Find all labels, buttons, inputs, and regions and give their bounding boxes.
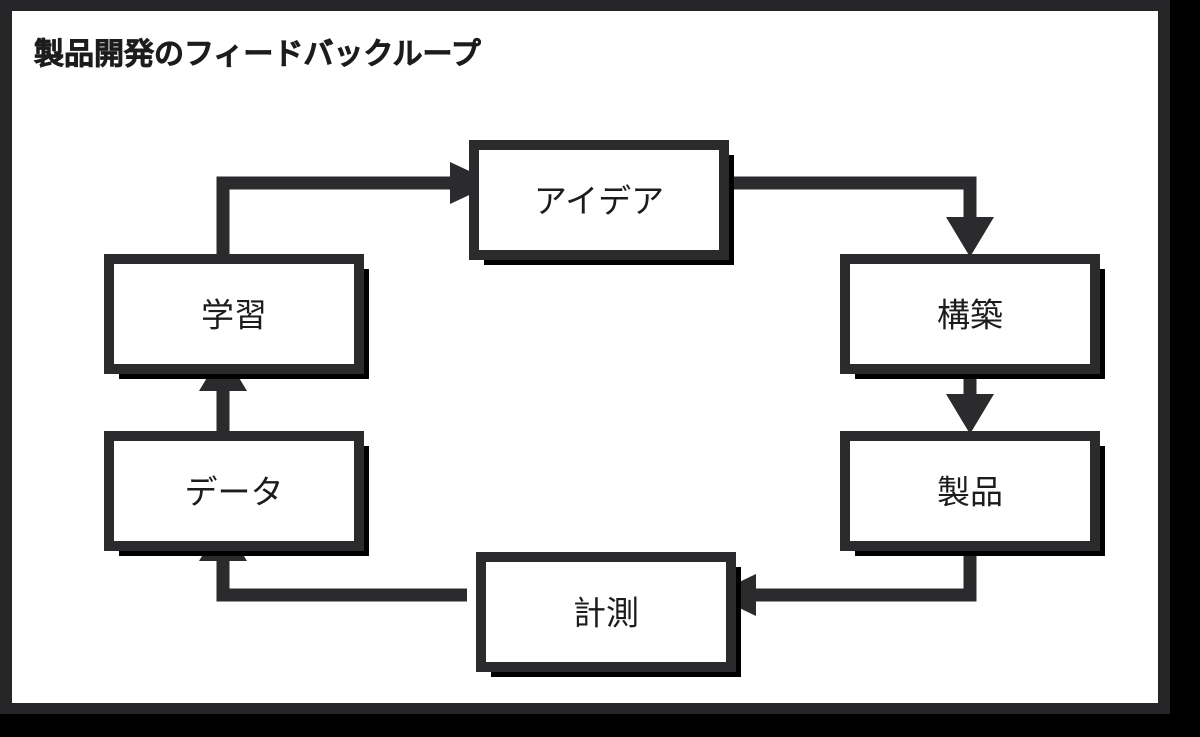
node-product-label: 製品 — [937, 473, 1003, 512]
diagram-canvas: 製品開発のフィードバックループ — [12, 11, 1158, 703]
node-idea-label: アイデア — [534, 182, 664, 221]
node-measure-label: 計測 — [573, 594, 639, 633]
edge-idea-to-build — [720, 176, 994, 257]
node-measure-box — [476, 552, 736, 672]
node-data-label: データ — [185, 473, 284, 512]
node-idea[interactable]: アイデア — [469, 140, 734, 265]
node-product-box — [840, 431, 1100, 551]
node-idea-box — [469, 140, 729, 260]
edge-learn-to-idea — [216, 162, 495, 261]
node-measure[interactable]: 計測 — [476, 552, 741, 677]
node-build[interactable]: 構築 — [840, 254, 1105, 379]
node-data[interactable]: データ — [104, 431, 369, 556]
node-learn-label: 学習 — [201, 296, 267, 335]
node-build-box — [840, 254, 1100, 374]
node-learn-box — [104, 254, 364, 374]
outer-frame: 製品開発のフィードバックループ — [0, 0, 1170, 714]
node-build-label: 構築 — [937, 296, 1003, 335]
feedback-loop-diagram: アイデア 構築 製品 計測 — [104, 140, 1105, 677]
node-product[interactable]: 製品 — [840, 431, 1105, 556]
node-learn[interactable]: 学習 — [104, 254, 369, 379]
page-title: 製品開発のフィードバックループ — [34, 37, 481, 73]
node-data-box — [104, 431, 364, 551]
